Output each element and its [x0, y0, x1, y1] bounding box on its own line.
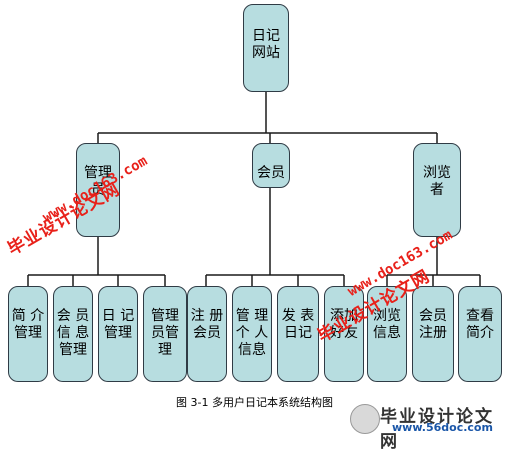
- leaf-add-friend: 添加 好友: [324, 286, 364, 382]
- leaf-intro-manage: 简 介 管理: [8, 286, 48, 382]
- leaf-admin-manage: 管理 员管 理: [143, 286, 187, 382]
- leaf-label: 会员 注册: [419, 308, 447, 341]
- leaf-view-intro: 查看 简介: [458, 286, 502, 382]
- leaf-label: 日 记 管理: [101, 308, 135, 341]
- node-admin: 管理 员: [76, 143, 120, 237]
- leaf-diary-manage: 日 记 管理: [98, 286, 138, 382]
- leaf-publish-diary: 发 表 日记: [277, 286, 319, 382]
- figure-caption: 图 3-1 多用户日记本系统结构图: [176, 396, 333, 409]
- logo-icon: [350, 404, 380, 434]
- root-node-label: 日记 网站: [252, 28, 280, 61]
- leaf-label: 添加 好友: [330, 308, 358, 341]
- leaf-label: 会 员 信 息 管理: [56, 308, 90, 358]
- node-visitor: 浏览 者: [413, 143, 461, 237]
- leaf-label: 发 表 日记: [281, 308, 315, 341]
- leaf-label: 管理 员管 理: [151, 308, 179, 358]
- node-visitor-label: 浏览 者: [423, 165, 451, 198]
- leaf-browse-info: 浏览 信息: [367, 286, 407, 382]
- leaf-label: 注 册 会员: [190, 308, 224, 341]
- logo-url: www.56doc.com: [392, 421, 493, 434]
- leaf-label: 管 理 个 人 信息: [235, 308, 269, 358]
- node-member-label: 会员: [257, 165, 285, 181]
- leaf-member-register: 会员 注册: [412, 286, 454, 382]
- leaf-label: 简 介 管理: [11, 308, 45, 341]
- leaf-member-info-manage: 会 员 信 息 管理: [53, 286, 93, 382]
- leaf-label: 查看 简介: [466, 308, 494, 341]
- leaf-label: 浏览 信息: [373, 308, 401, 341]
- connector-lines: [27, 92, 481, 286]
- node-member: 会员: [252, 143, 290, 188]
- leaf-manage-personal-info: 管 理 个 人 信息: [232, 286, 272, 382]
- leaf-register-member: 注 册 会员: [187, 286, 227, 382]
- root-node: 日记 网站: [243, 4, 289, 92]
- node-admin-label: 管理 员: [84, 165, 112, 198]
